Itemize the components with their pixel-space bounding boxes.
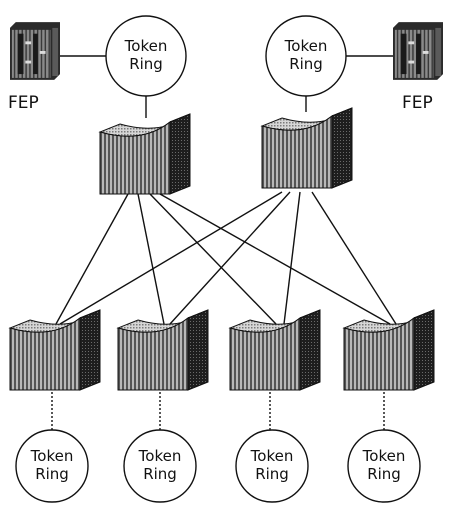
link-core2-access1 <box>59 191 283 325</box>
ring-label-line1: Token <box>30 447 74 465</box>
ring-label-line2: Ring <box>255 465 289 483</box>
ring-label-line2: Ring <box>143 465 177 483</box>
fep-right-label: FEP <box>402 93 433 113</box>
ring-label-line1: Token <box>250 447 294 465</box>
token-ring-icon <box>105 15 187 97</box>
link-core1-access2 <box>137 193 165 325</box>
ring-label-line2: Ring <box>289 55 323 73</box>
token-ring-icon <box>123 429 197 503</box>
fep-right: FEP <box>393 22 443 113</box>
ring-label-line2: Ring <box>129 55 163 73</box>
fep-left: FEP <box>8 22 60 113</box>
link-core2-access4 <box>311 191 397 325</box>
fep-server-icon <box>393 22 443 80</box>
top-ring-2: Token Ring <box>265 15 347 97</box>
fep-left-label: FEP <box>8 93 39 113</box>
token-ring-icon <box>15 429 89 503</box>
token-ring-icon <box>265 15 347 97</box>
token-ring-icon <box>347 429 421 503</box>
token-ring-icon <box>235 429 309 503</box>
ring-label-line2: Ring <box>367 465 401 483</box>
link-core2-access3 <box>283 191 301 325</box>
ring-label-line2: Ring <box>35 465 69 483</box>
link-core1-access3 <box>149 193 277 325</box>
switch-icon <box>261 107 353 189</box>
bottom-ring-2: Token Ring <box>123 429 197 503</box>
bottom-ring-3: Token Ring <box>235 429 309 503</box>
top-ring-1: Token Ring <box>105 15 187 97</box>
ring-label-line1: Token <box>362 447 406 465</box>
switch-icon <box>343 309 435 391</box>
ring-label-line1: Token <box>138 447 182 465</box>
link-core1-access1 <box>55 193 129 325</box>
bottom-ring-1: Token Ring <box>15 429 89 503</box>
link-core1-access4 <box>159 193 391 325</box>
bottom-ring-4: Token Ring <box>347 429 421 503</box>
fep-server-icon <box>10 22 60 80</box>
ring-label-line1: Token <box>284 37 328 55</box>
link-core2-access2 <box>169 191 291 325</box>
switch-icon <box>99 113 191 195</box>
switch-icon <box>9 309 101 391</box>
connection-links <box>51 55 398 430</box>
ring-label-line1: Token <box>124 37 168 55</box>
